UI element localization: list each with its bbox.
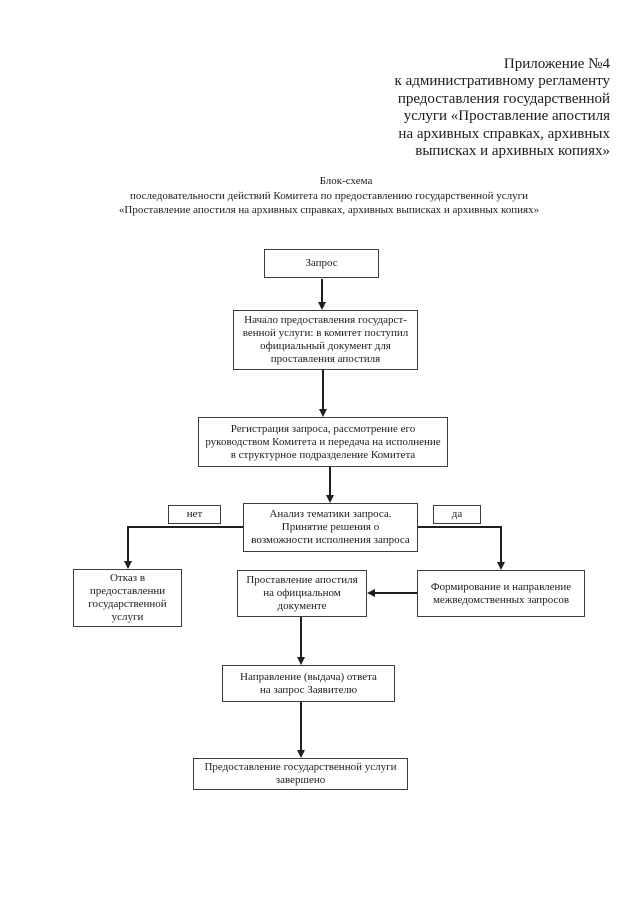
flowchart-title: Блок-схема последовательности действий К… <box>20 174 638 218</box>
node-text: венной услуги: в комитет поступил <box>242 327 409 339</box>
node-refusal: Отказ в предоставленни государственной у… <box>73 569 182 627</box>
node-text: возможности исполнения запроса <box>251 534 410 546</box>
arrow-down-icon <box>326 495 334 503</box>
node-service-completed: Предоставление государственной услуги за… <box>193 758 408 790</box>
connector-line <box>300 702 302 751</box>
node-analysis-decision: Анализ тематики запроса. Принятие решени… <box>243 503 418 552</box>
node-apostille: Проставление апостиля на официальном док… <box>237 570 367 617</box>
node-text: государственной <box>88 598 167 610</box>
node-text: в структурное подразделение Комитета <box>230 448 416 461</box>
node-response-delivery: Направление (выдача) ответа на запрос За… <box>222 665 395 702</box>
header-line: услуги «Проставление апостиля <box>403 108 610 125</box>
arrow-left-icon <box>367 589 375 597</box>
node-text: Формирование и направление <box>430 580 572 593</box>
node-text: межведомственных запросов <box>432 593 570 606</box>
node-text: Регистрация запроса, рассмотрение его <box>230 422 416 435</box>
node-text: руководством Комитета и передача на испо… <box>205 435 441 448</box>
title-line: последовательности действий Комитета по … <box>129 189 529 202</box>
node-text: на официальном <box>263 587 341 599</box>
node-service-start: Начало предоставления государст- венной … <box>233 310 418 370</box>
node-text: Направление (выдача) ответа <box>240 670 377 683</box>
connector-line <box>128 526 243 528</box>
node-text: документе <box>277 600 327 612</box>
connector-line <box>329 467 331 496</box>
node-text: официальный документ для <box>260 340 391 352</box>
header-line: к административному регламенту <box>394 73 610 90</box>
appendix-header: Приложение №4 к административному реглам… <box>330 56 610 160</box>
node-text: на запрос Заявителю <box>259 683 358 696</box>
arrow-down-icon <box>318 302 326 310</box>
branch-label-no: нет <box>168 505 221 524</box>
node-text: Начало предоставления государст- <box>244 314 407 326</box>
node-text: Принятие решения о <box>281 521 380 533</box>
arrow-down-icon <box>297 657 305 665</box>
header-line: Приложение №4 <box>503 56 610 72</box>
connector-line <box>500 526 502 563</box>
arrow-down-icon <box>297 750 305 758</box>
node-text: проставления апостиля <box>270 353 381 365</box>
header-line: выписках и архивных копиях» <box>415 143 610 160</box>
node-text: завершено <box>275 774 326 786</box>
arrow-down-icon <box>497 562 505 570</box>
node-text: Запрос <box>305 257 338 269</box>
node-text: нет <box>186 508 203 520</box>
title-line: «Проставление апостиля на архивных справ… <box>118 204 540 216</box>
node-text: услуги <box>111 611 144 623</box>
node-text: Отказ в <box>109 572 146 584</box>
arrow-down-icon <box>124 561 132 569</box>
node-registration: Регистрация запроса, рассмотрение его ру… <box>198 417 448 467</box>
header-line: предоставления государственной <box>397 90 610 107</box>
connector-line <box>322 370 324 410</box>
node-text: Проставление апостиля <box>246 574 358 586</box>
branch-label-yes: да <box>433 505 481 524</box>
node-request: Запрос <box>264 249 379 278</box>
node-text: Анализ тематики запроса. <box>269 508 392 520</box>
title-line: Блок-схема <box>319 175 373 187</box>
node-text: предоставленни <box>89 585 166 597</box>
connector-line <box>321 279 323 303</box>
connector-line <box>127 526 129 562</box>
connector-line <box>300 617 302 658</box>
node-text: Предоставление государственной услуги <box>204 761 397 773</box>
node-text: да <box>451 508 463 520</box>
node-interagency-requests: Формирование и направление межведомствен… <box>417 570 585 617</box>
arrow-down-icon <box>319 409 327 417</box>
header-line: на архивных справках, архивных <box>398 125 610 142</box>
connector-line <box>374 592 417 594</box>
connector-line <box>418 526 502 528</box>
